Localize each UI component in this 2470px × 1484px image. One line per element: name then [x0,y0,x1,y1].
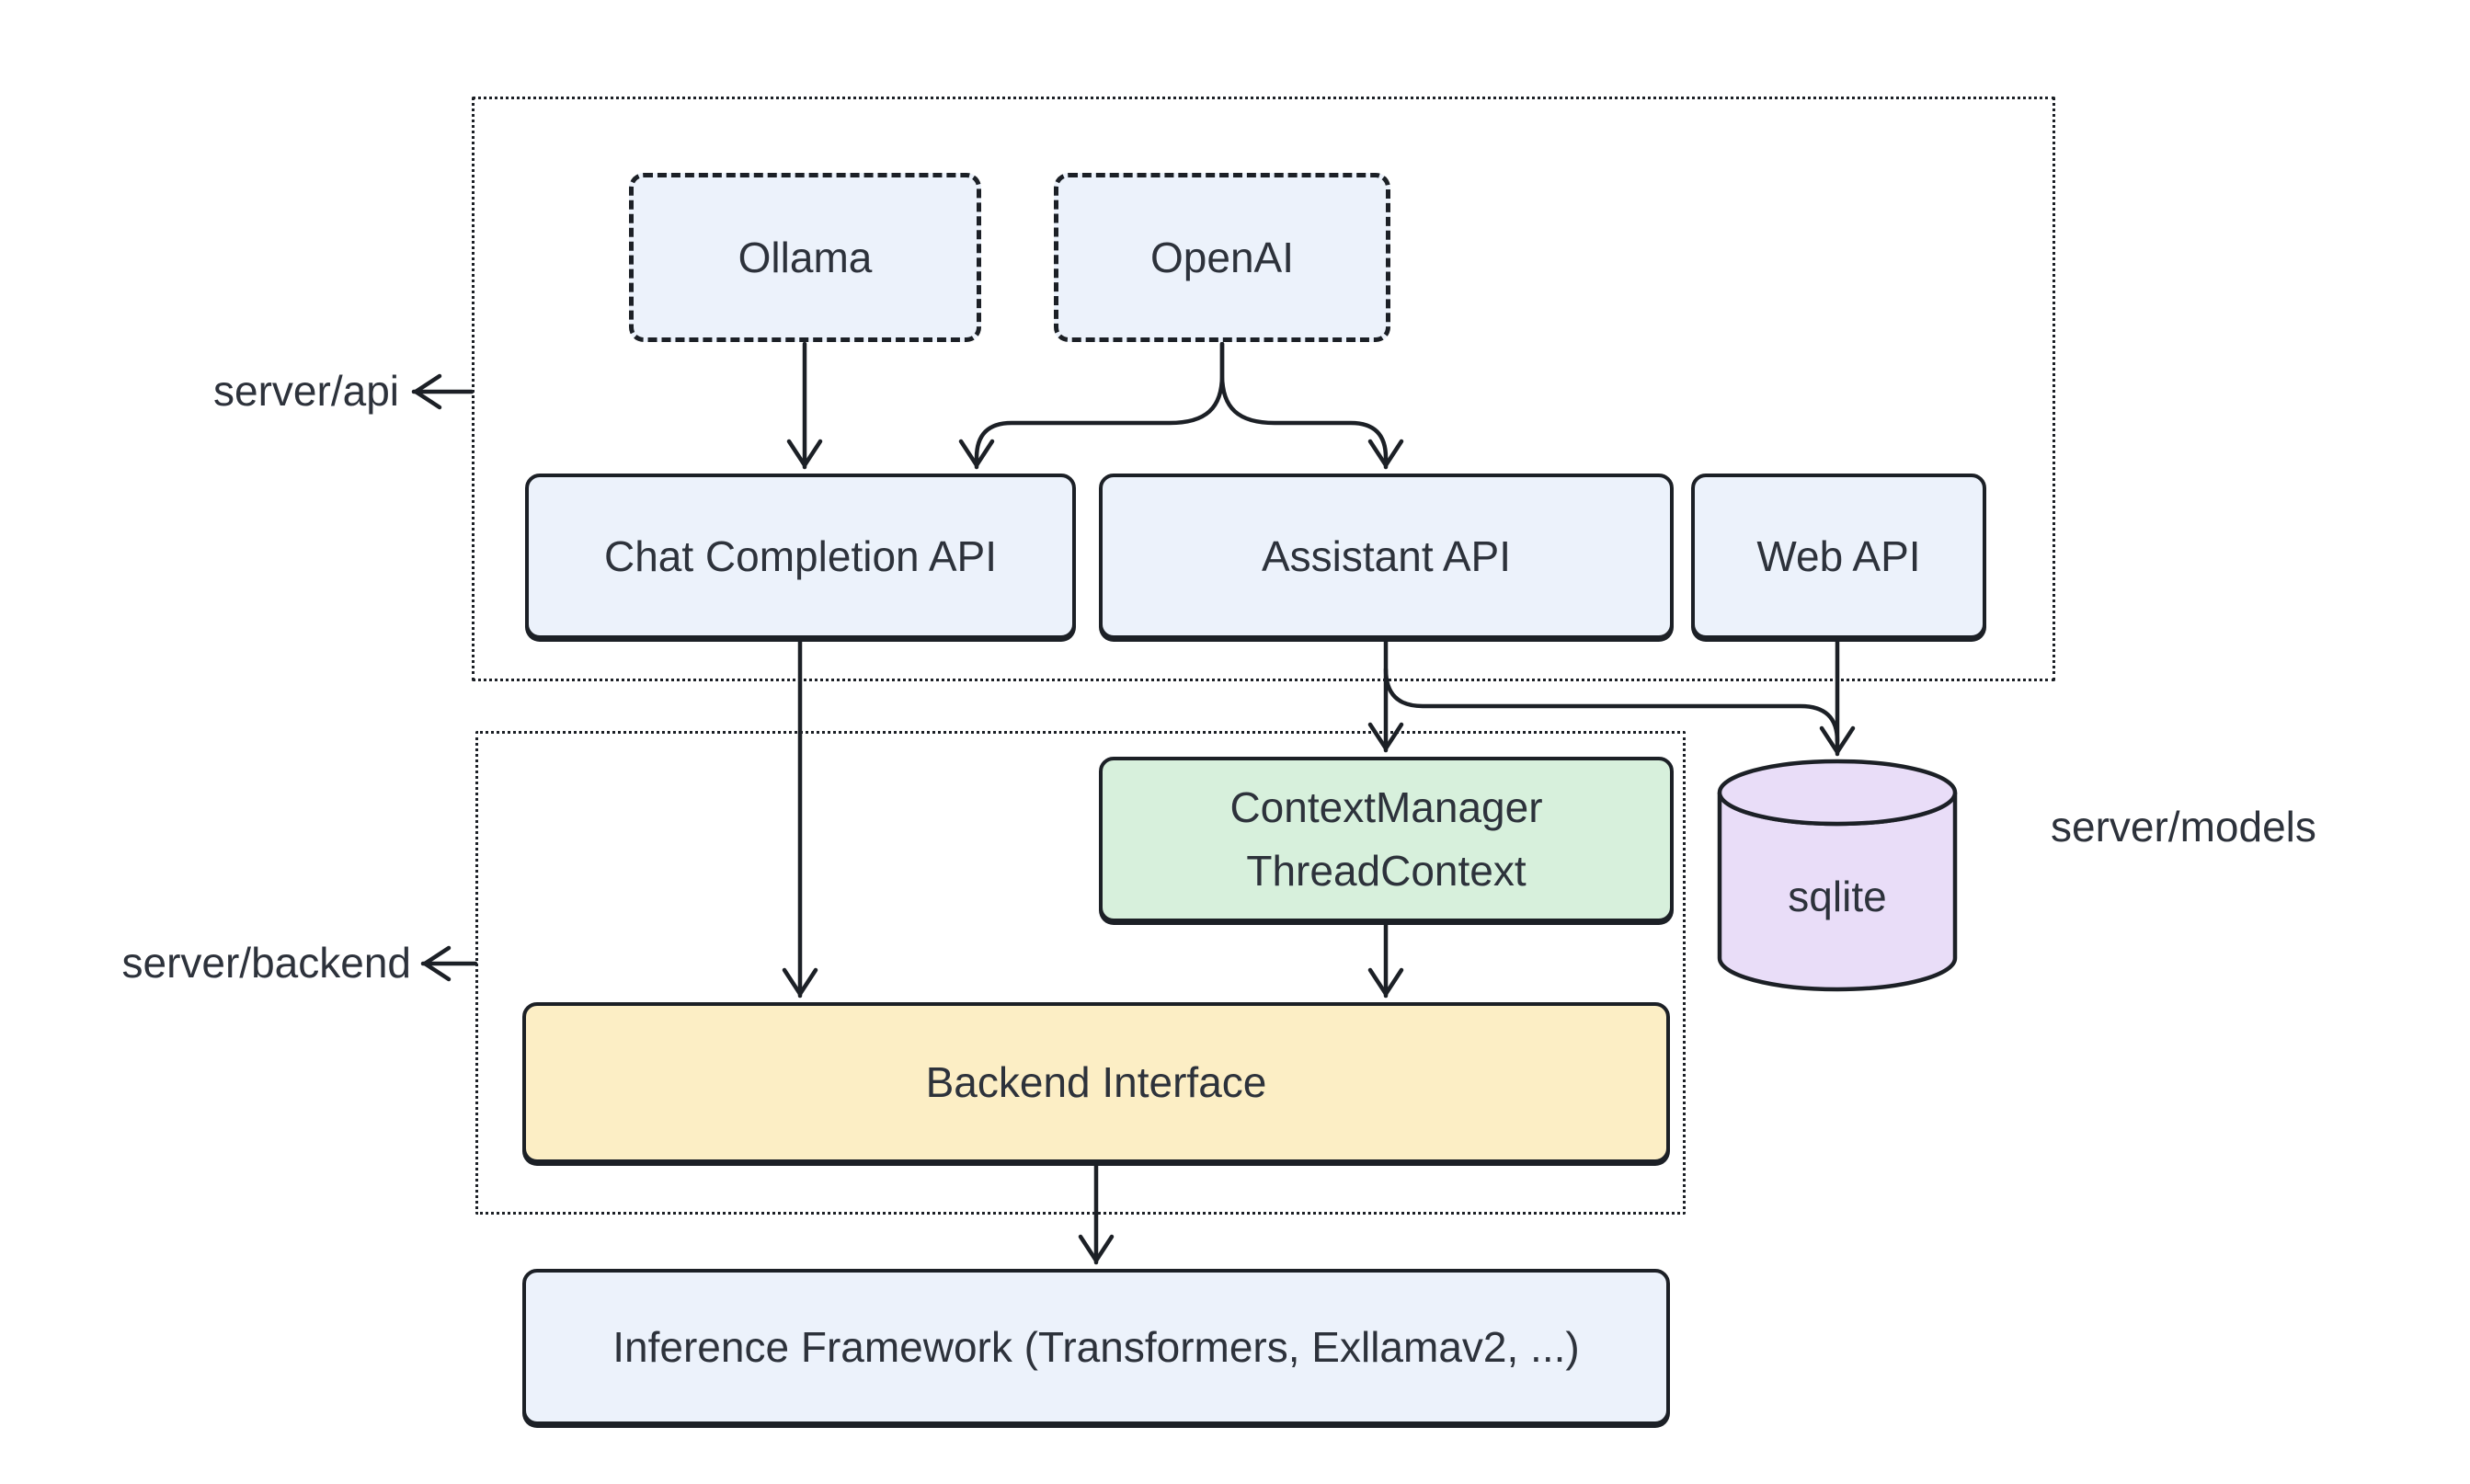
node-chat-completion-api-label: Chat Completion API [603,531,997,580]
edge-assistant-to-sqlite [1383,667,1840,744]
server-backend-label: server/backend [121,939,412,987]
node-backend-interface-label: Backend Interface [925,1058,1267,1106]
node-inference-framework: Inference Framework (Transformers, Exlla… [522,1269,1670,1425]
node-assistant-api-label: Assistant API [1261,531,1511,580]
node-ollama-label: Ollama [738,233,873,281]
server-models-label: server/models [2051,803,2316,850]
server-api-container [472,97,2055,681]
node-openai-label: OpenAI [1150,233,1294,281]
node-web-api: Web API [1691,474,1986,639]
node-context-manager-label-line2: ThreadContext [1246,847,1527,895]
node-web-api-label: Web API [1756,531,1921,580]
node-assistant-api: Assistant API [1099,474,1674,639]
node-inference-framework-label: Inference Framework (Transformers, Exlla… [612,1322,1580,1371]
node-chat-completion-api: Chat Completion API [525,474,1076,639]
node-backend-interface: Backend Interface [522,1002,1670,1163]
edge-openai-to-assistant [1219,341,1404,470]
sqlite-cylinder-shape [1717,759,1958,992]
edge-openai-to-chat-completion [958,341,1225,470]
node-sqlite-label: sqlite [1788,873,1887,920]
server-backend-container [475,731,1686,1215]
node-context-manager-label-line1: ContextManager [1229,783,1543,831]
node-openai: OpenAI [1054,173,1390,342]
node-ollama: Ollama [629,173,981,342]
node-context-manager: ContextManager ThreadContext [1099,757,1674,922]
server-api-label: server/api [213,367,399,415]
